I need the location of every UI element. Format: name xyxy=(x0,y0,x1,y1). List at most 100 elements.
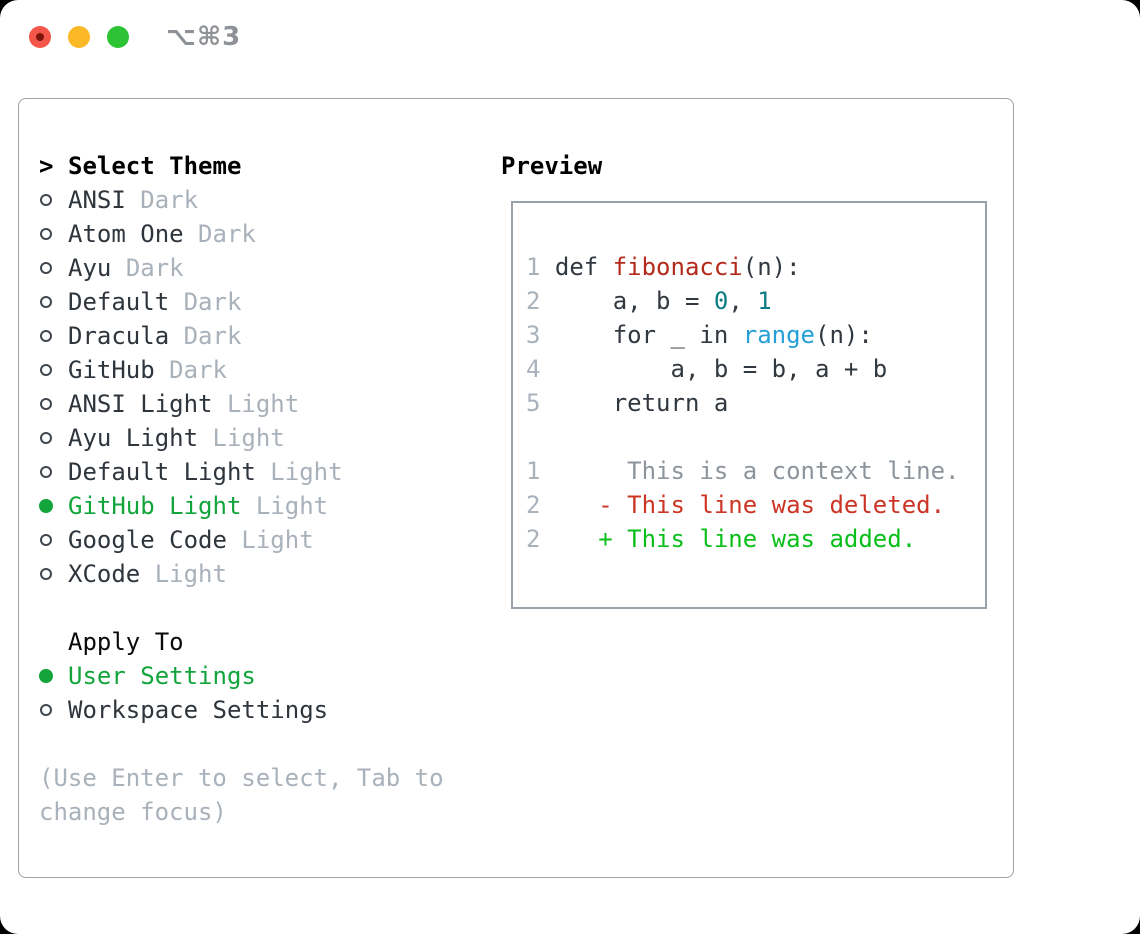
theme-option-dracula[interactable]: Dracula Dark xyxy=(39,319,489,353)
spacer-char xyxy=(213,387,227,421)
code-segment-ln: 1 xyxy=(526,457,555,485)
code-segment-code: return a xyxy=(554,389,729,417)
apply-option-user-settings[interactable]: User Settings xyxy=(39,659,489,693)
theme-name: GitHub xyxy=(68,356,155,384)
theme-option-atom-one[interactable]: Atom One Dark xyxy=(39,217,489,251)
radio-icon xyxy=(39,330,68,342)
theme-variant-label: Dark xyxy=(169,356,227,384)
preview-line: 1 This is a context line. xyxy=(526,454,985,488)
code-segment-ln: 2 xyxy=(526,287,555,315)
radio-icon xyxy=(40,398,52,410)
code-segment-del: - This line was deleted. xyxy=(554,491,946,519)
zoom-button[interactable] xyxy=(107,26,129,48)
radio-icon xyxy=(40,228,52,240)
theme-variant-label: Dark xyxy=(183,322,242,350)
unsaved-dot-icon xyxy=(36,33,44,41)
code-segment-ln: 2 xyxy=(526,491,555,519)
radio-icon xyxy=(39,398,68,410)
code-segment-blue: range xyxy=(742,321,815,349)
theme-name: Dracula xyxy=(68,322,170,350)
radio-icon xyxy=(39,534,68,546)
code-segment-ln: 5 xyxy=(526,389,555,417)
radio-icon xyxy=(40,262,52,274)
theme-option-google-code[interactable]: Google Code Light xyxy=(39,523,489,557)
radio-icon xyxy=(40,296,52,308)
spacer-char xyxy=(184,217,198,251)
radio-icon xyxy=(39,432,68,444)
theme-variant-label: Light xyxy=(241,526,314,554)
spacer-char xyxy=(155,353,169,387)
spacer-char xyxy=(227,523,241,557)
theme-option-ansi-light[interactable]: ANSI Light Light xyxy=(39,387,489,421)
apply-to-header-row: Apply To xyxy=(39,625,489,659)
preview-line: 2 + This line was added. xyxy=(526,522,985,556)
code-segment-ctx: This is a context line. xyxy=(554,457,960,485)
code-segment-code: a, b = b, a + b xyxy=(554,355,888,383)
code-segment-code: (n): xyxy=(742,253,801,281)
radio-selected-icon xyxy=(39,669,53,683)
radio-icon xyxy=(40,364,52,376)
apply-option-label: User Settings xyxy=(68,662,256,690)
theme-option-default[interactable]: Default Dark xyxy=(39,285,489,319)
apply-option-label: Workspace Settings xyxy=(68,696,329,724)
theme-name: Default Light xyxy=(68,458,256,486)
theme-option-github[interactable]: GitHub Dark xyxy=(39,353,489,387)
theme-variant-label: Dark xyxy=(183,288,242,316)
spacer-char xyxy=(140,557,154,591)
selection-prompt-slot: > xyxy=(39,149,68,183)
theme-variant-label: Light xyxy=(226,390,300,418)
theme-option-default-light[interactable]: Default Light Light xyxy=(39,455,489,489)
preview-line: 2 a, b = 0, 1 xyxy=(526,284,985,318)
spacer xyxy=(39,727,489,761)
spacer-char xyxy=(169,285,183,319)
radio-icon xyxy=(39,568,68,580)
apply-to-title: Apply To xyxy=(68,628,184,656)
theme-name: GitHub Light xyxy=(68,492,242,520)
code-segment-red: fibonacci xyxy=(612,253,743,281)
code-segment-ln: 1 xyxy=(526,253,555,281)
theme-option-github-light[interactable]: GitHub Light Light xyxy=(39,489,489,523)
preview-line: 4 a, b = b, a + b xyxy=(526,352,985,386)
theme-option-ayu[interactable]: Ayu Dark xyxy=(39,251,489,285)
radio-icon xyxy=(40,432,52,444)
minimize-button[interactable] xyxy=(68,26,90,48)
apply-option-workspace-settings[interactable]: Workspace Settings xyxy=(39,693,489,727)
hint-text: (Use Enter to select, Tab to change focu… xyxy=(39,764,444,826)
code-segment-ln: 4 xyxy=(526,355,555,383)
radio-selected-icon xyxy=(39,669,68,683)
close-button[interactable] xyxy=(29,26,51,48)
theme-name: Ayu xyxy=(68,254,112,282)
radio-icon xyxy=(40,568,52,580)
theme-option-xcode[interactable]: XCode Light xyxy=(39,557,489,591)
preview-line: 3 for _ in range(n): xyxy=(526,318,985,352)
code-segment-add: + This line was added. xyxy=(554,525,917,553)
code-segment-ln: 2 xyxy=(526,525,555,553)
spacer-char xyxy=(198,421,212,455)
radio-icon xyxy=(39,364,68,376)
radio-icon xyxy=(40,330,52,342)
radio-icon xyxy=(40,194,52,206)
theme-variant-label: Dark xyxy=(125,254,184,282)
window-title: ⌥⌘3 xyxy=(166,22,242,52)
theme-variant-label: Dark xyxy=(198,220,256,248)
radio-icon xyxy=(39,262,68,274)
spacer-char xyxy=(256,455,270,489)
spacer-char xyxy=(111,251,125,285)
code-segment-num: 1 xyxy=(757,287,772,315)
code-segment-num: 0 xyxy=(713,287,729,315)
code-segment-code: for _ in xyxy=(554,321,743,349)
theme-option-ayu-light[interactable]: Ayu Light Light xyxy=(39,421,489,455)
theme-option-ansi[interactable]: ANSI Dark xyxy=(39,183,489,217)
code-segment-code: (n): xyxy=(815,321,873,349)
code-segment-code: , xyxy=(728,287,758,315)
radio-icon xyxy=(40,704,52,716)
theme-variant-label: Light xyxy=(154,560,227,588)
preview-line: 5 return a xyxy=(526,386,985,420)
theme-name: XCode xyxy=(68,560,141,588)
